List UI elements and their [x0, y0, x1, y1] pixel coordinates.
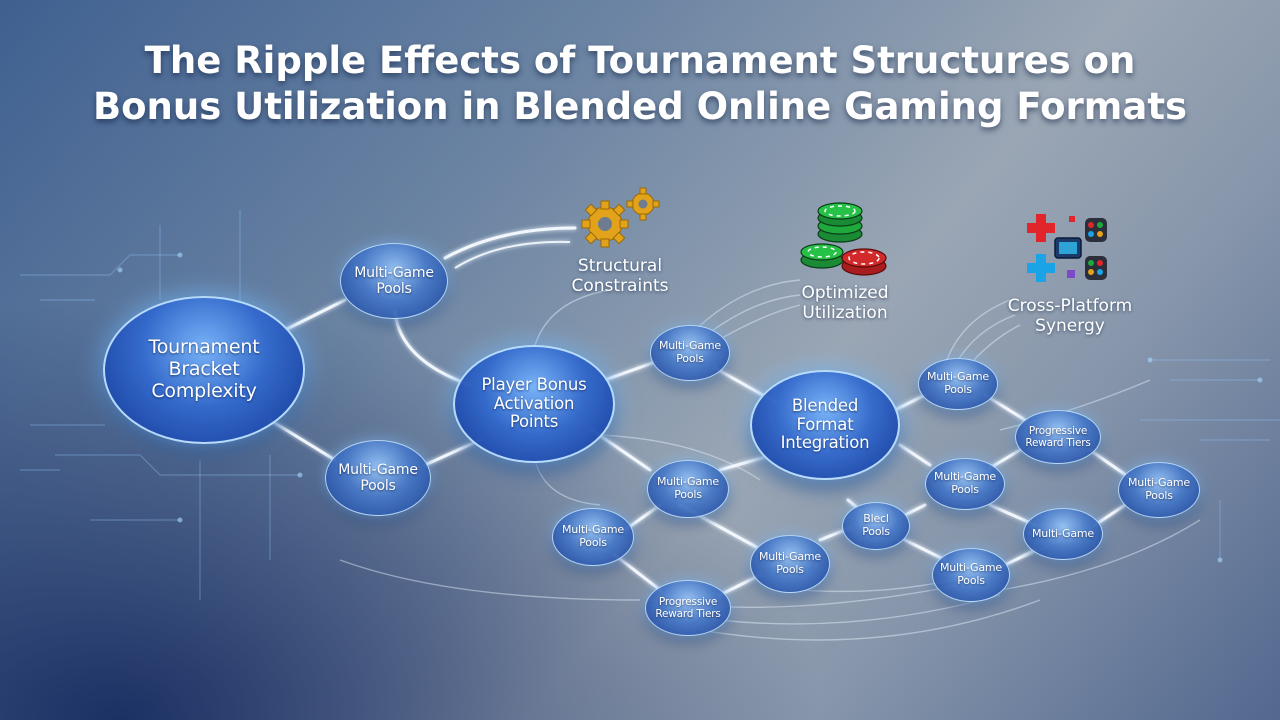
title-line-2: Bonus Utilization in Blended Online Gami…: [92, 85, 1188, 128]
node-label: Progressive Reward Tiers: [655, 595, 721, 620]
page-title: The Ripple Effects of Tournament Structu…: [40, 38, 1240, 130]
node-label: Multi-Game Pools: [758, 550, 821, 576]
node-label: Multi-Game Pools: [658, 339, 721, 365]
node-progressive-reward-tiers-bottom[interactable]: Progressive Reward Tiers: [645, 580, 731, 636]
node-multi-game-pools-bottom-mid[interactable]: Multi-Game Pools: [750, 535, 830, 593]
node-multi-game-pools-right-top[interactable]: Multi-Game Pools: [918, 358, 998, 410]
node-multi-game-pools-right-bottom[interactable]: Multi-Game Pools: [932, 548, 1010, 602]
title-line-1: The Ripple Effects of Tournament Structu…: [144, 39, 1136, 82]
poker-chips-icon: [798, 200, 890, 280]
node-label: Multi-Game Pools: [926, 370, 989, 396]
node-multi-game-pools-far-right[interactable]: Multi-Game Pools: [1118, 462, 1200, 518]
circuit-dots: [117, 252, 1263, 563]
circuit-decoration: [20, 210, 1280, 600]
node-label: Multi-Game Pools: [933, 470, 996, 496]
node-label: Player Bonus Activation Points: [481, 374, 587, 432]
node-multi-game[interactable]: Multi-Game: [1023, 508, 1103, 560]
node-multi-game-pools-mid-top[interactable]: Multi-Game Pools: [650, 325, 730, 381]
node-label: Multi-Game Pools: [939, 561, 1002, 587]
node-label: Multi-Game Pools: [354, 264, 434, 297]
node-label: Multi-Game Pools: [338, 461, 418, 494]
node-blended-format-integration[interactable]: Blended Format Integration: [750, 370, 900, 480]
node-multi-game-pools-low-left[interactable]: Multi-Game Pools: [552, 508, 634, 566]
node-progressive-reward-tiers-right[interactable]: Progressive Reward Tiers: [1015, 410, 1101, 464]
hub-optimized-utilization: Optimized Utilization: [801, 283, 889, 323]
hub-structural-constraints: Structural Constraints: [571, 256, 669, 296]
gears-icon: [577, 184, 667, 250]
hub-cross-platform-synergy: Cross-Platform Synergy: [1007, 296, 1133, 336]
node-tournament-bracket-complexity[interactable]: Tournament Bracket Complexity: [103, 296, 305, 444]
node-label: Multi-Game: [1031, 526, 1094, 540]
node-player-bonus-activation-points[interactable]: Player Bonus Activation Points: [453, 345, 615, 463]
node-label: Tournament Bracket Complexity: [148, 336, 260, 402]
node-label: Multi-Game Pools: [1127, 476, 1190, 502]
node-multi-game-pools-left[interactable]: Multi-Game Pools: [325, 440, 431, 516]
node-blecl-pools[interactable]: Blecl Pools: [842, 502, 910, 550]
node-label: Multi-Game Pools: [656, 475, 719, 501]
node-label: Multi-Game Pools: [561, 523, 624, 549]
node-multi-game-pools-top[interactable]: Multi-Game Pools: [340, 243, 448, 319]
node-multi-game-pools-mid[interactable]: Multi-Game Pools: [647, 460, 729, 518]
gamepad-icon: [1027, 212, 1109, 286]
hub-links: [454, 240, 571, 269]
node-label: Blended Format Integration: [780, 395, 870, 453]
node-label: Blecl Pools: [862, 512, 890, 538]
node-multi-game-pools-right-mid[interactable]: Multi-Game Pools: [925, 458, 1005, 510]
node-label: Progressive Reward Tiers: [1025, 424, 1091, 449]
